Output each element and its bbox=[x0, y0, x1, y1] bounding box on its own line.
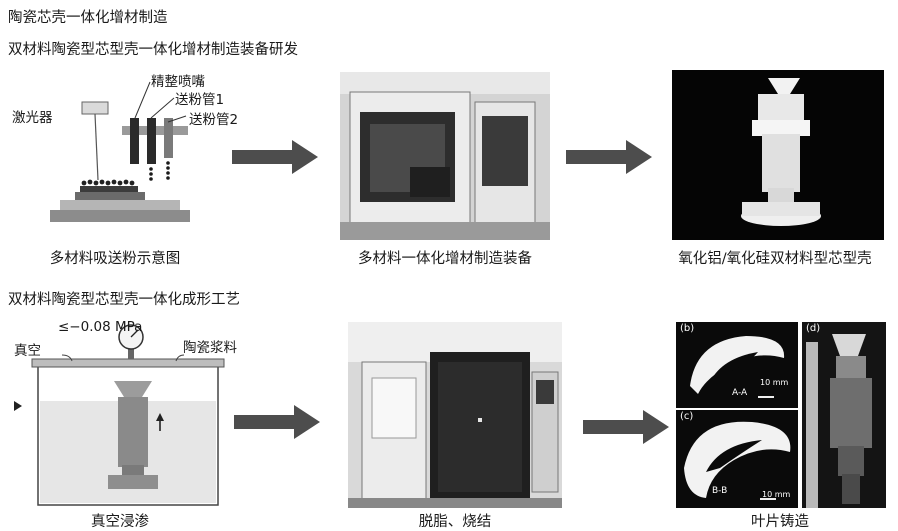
laser-beam bbox=[94, 113, 99, 181]
section-aa-label: A-A bbox=[732, 388, 748, 398]
flow-arrow-1 bbox=[232, 140, 318, 174]
row1-heading: 双材料陶瓷型芯型壳一体化增材制造装备研发 bbox=[8, 42, 298, 58]
blade-caption: 叶片铸造 bbox=[751, 514, 809, 530]
laser-label: 激光器 bbox=[12, 110, 53, 126]
base-plate bbox=[50, 210, 190, 222]
deposit-layer-1 bbox=[75, 192, 145, 200]
feed-tube-1 bbox=[147, 118, 156, 164]
equipment-photo bbox=[340, 72, 550, 240]
finishing-nozzle bbox=[130, 118, 139, 164]
nozzle-label: 精整喷嘴 bbox=[151, 74, 205, 90]
equipment-caption: 多材料一体化增材制造装备 bbox=[358, 251, 532, 267]
tube2-label: 送粉管2 bbox=[189, 112, 239, 128]
panel-c-label: (c) bbox=[680, 411, 694, 422]
blade-panel-d bbox=[802, 322, 886, 508]
main-title: 陶瓷芯壳一体化增材制造 bbox=[8, 10, 168, 26]
slurry-label: 陶瓷浆料 bbox=[183, 340, 237, 356]
substrate bbox=[60, 200, 180, 210]
flow-arrow-4 bbox=[583, 410, 669, 444]
tube1-label: 送粉管1 bbox=[175, 92, 225, 108]
schematic2-caption: 真空浸渗 bbox=[91, 514, 149, 530]
vacuum-infiltration-schematic bbox=[10, 315, 230, 510]
row2-heading: 双材料陶瓷型芯型壳一体化成形工艺 bbox=[8, 292, 240, 308]
deposit-layer-2 bbox=[80, 186, 138, 192]
schematic1-caption: 多材料吸送粉示意图 bbox=[49, 251, 181, 267]
section-bb-label: B-B bbox=[712, 486, 728, 496]
feed-tube-2 bbox=[164, 118, 173, 158]
laser-head bbox=[81, 101, 109, 115]
panel-d-label: (d) bbox=[806, 323, 821, 334]
furnace-photo bbox=[348, 322, 562, 508]
core-shell-photo bbox=[672, 70, 884, 240]
flow-arrow-2 bbox=[566, 140, 652, 174]
scale-c-label: 10 mm bbox=[762, 490, 791, 499]
scale-b-label: 10 mm bbox=[760, 378, 789, 387]
panel-b-label: (b) bbox=[680, 323, 695, 334]
blade-panel-c bbox=[676, 410, 798, 508]
blade-panel-b bbox=[676, 322, 798, 408]
pressure-label: ≤−0.08 MPa bbox=[58, 319, 143, 335]
furnace-caption: 脱脂、烧结 bbox=[418, 514, 492, 530]
vacuum-label: 真空 bbox=[14, 343, 41, 359]
flow-arrow-3 bbox=[234, 405, 320, 439]
powder-feed-schematic bbox=[10, 60, 220, 240]
core-shell-caption: 氧化铝/氧化硅双材料型芯型壳 bbox=[678, 251, 872, 267]
